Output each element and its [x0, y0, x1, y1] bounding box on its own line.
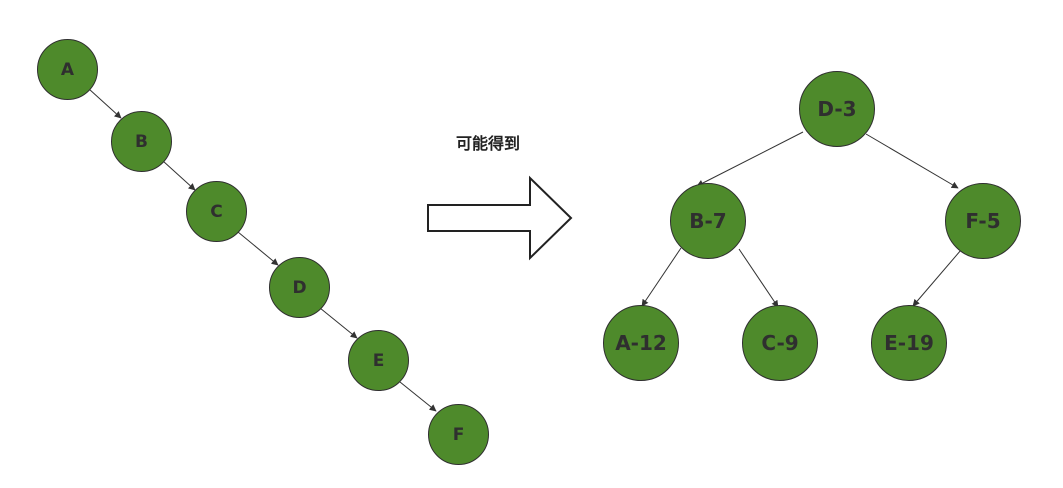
edge-e-f	[399, 381, 437, 412]
chain-node-e: E	[348, 330, 409, 391]
edge-d3-b7	[696, 131, 804, 187]
edge-d3-f5	[865, 133, 959, 189]
edge-b7-a12	[641, 247, 682, 307]
tree-node-left-right: C-9	[742, 305, 818, 381]
edge-a-b	[88, 88, 122, 119]
tree-node-right: F-5	[945, 183, 1021, 259]
edge-b7-c9	[738, 248, 779, 308]
chain-node-a: A	[37, 39, 98, 100]
transform-arrow-shape	[427, 175, 573, 261]
transform-caption: 可能得到	[455, 134, 520, 153]
tree-node-right-left: E-19	[871, 305, 947, 381]
edge-d-e	[319, 307, 358, 339]
chain-node-d: D	[269, 257, 330, 318]
chain-node-f: F	[428, 404, 489, 465]
edge-f5-e19	[912, 249, 962, 307]
tree-node-left-left: A-12	[603, 305, 679, 381]
chain-node-b: B	[111, 111, 172, 172]
edge-c-d	[237, 231, 279, 266]
tree-node-root: D-3	[799, 71, 875, 147]
tree-node-left: B-7	[670, 183, 746, 259]
chain-node-c: C	[186, 181, 247, 242]
edge-b-c	[162, 160, 196, 191]
